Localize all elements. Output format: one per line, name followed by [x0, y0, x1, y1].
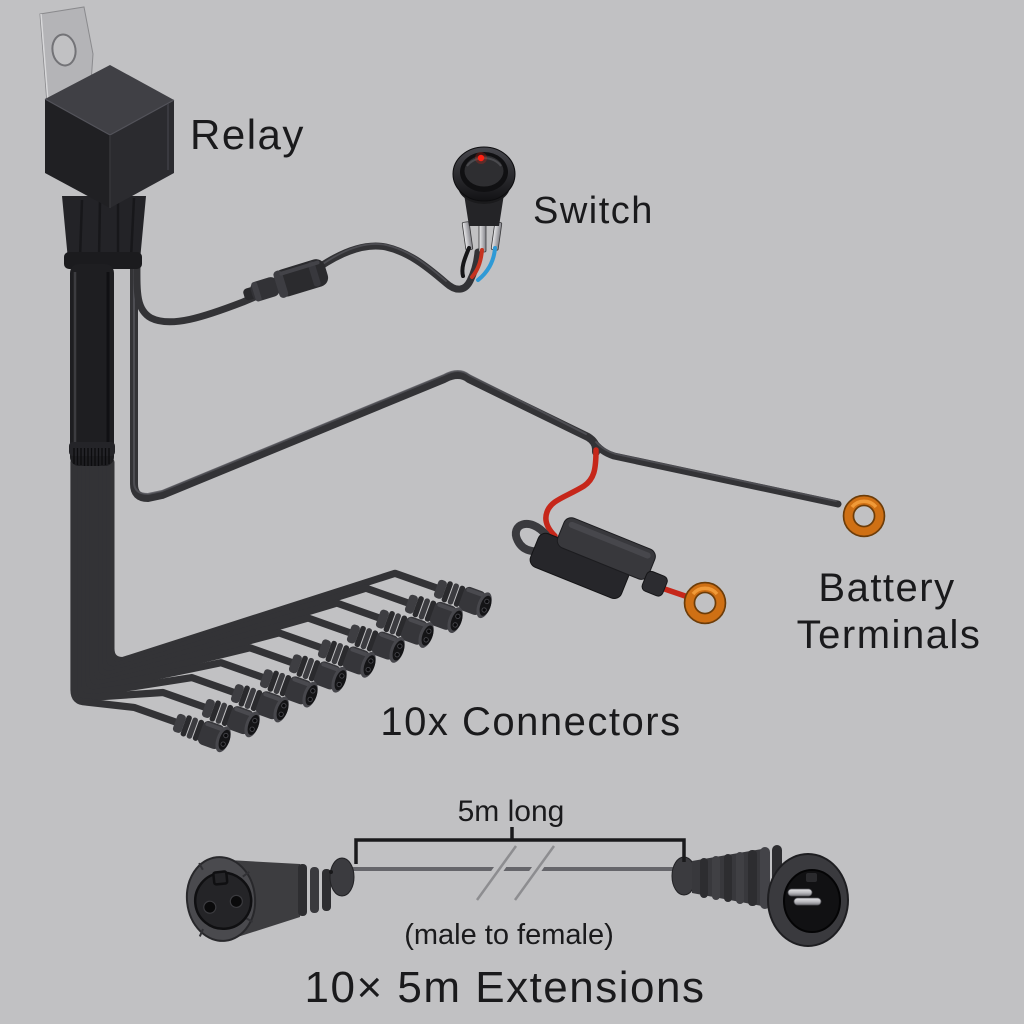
- male-connector: [671, 845, 849, 947]
- female-connector: [185, 856, 355, 942]
- cable-break-marks: [473, 845, 556, 901]
- wire-sleeve: [70, 264, 114, 466]
- male-pin-1: [787, 888, 813, 897]
- relay-socket: [62, 196, 146, 260]
- battery-wire-black: [589, 437, 842, 508]
- battery-harness-wire: [130, 252, 842, 508]
- relay-assembly: [39, 6, 175, 466]
- pigtail-cable: [78, 458, 240, 697]
- fuse-holder: [511, 517, 668, 600]
- switch-label: Switch: [533, 190, 654, 232]
- battery-label-line1: Battery: [818, 566, 955, 610]
- connectors-label: 10x Connectors: [380, 700, 681, 744]
- pigtail-cable: [70, 458, 182, 727]
- extension-cable: [185, 827, 849, 947]
- battery-label-line2: Terminals: [797, 613, 982, 657]
- male-pin-2: [793, 897, 822, 906]
- pigtail-cable: [74, 458, 211, 712]
- relay-label: Relay: [190, 111, 305, 158]
- extension-length-label: 5m long: [458, 795, 565, 828]
- dimension-bracket: [354, 827, 686, 864]
- switch-indicator-led: [477, 154, 485, 162]
- pigtail-cable: [82, 458, 269, 692]
- extension-title: 10× 5m Extensions: [305, 963, 706, 1012]
- switch-wire-black: [460, 246, 471, 278]
- pigtail-cable: [86, 458, 298, 688]
- sleeve-striations: [73, 448, 110, 466]
- bracket-hole: [51, 33, 77, 67]
- switch-wire-blue: [476, 246, 497, 282]
- connector-fan: [70, 458, 496, 755]
- rocker-switch: [452, 146, 516, 282]
- switch-rocker: [464, 155, 504, 187]
- switch-wire-red: [470, 248, 484, 279]
- inline-connector: [243, 259, 329, 302]
- relay-body: [44, 65, 175, 208]
- extension-gender-label: (male to female): [404, 919, 614, 951]
